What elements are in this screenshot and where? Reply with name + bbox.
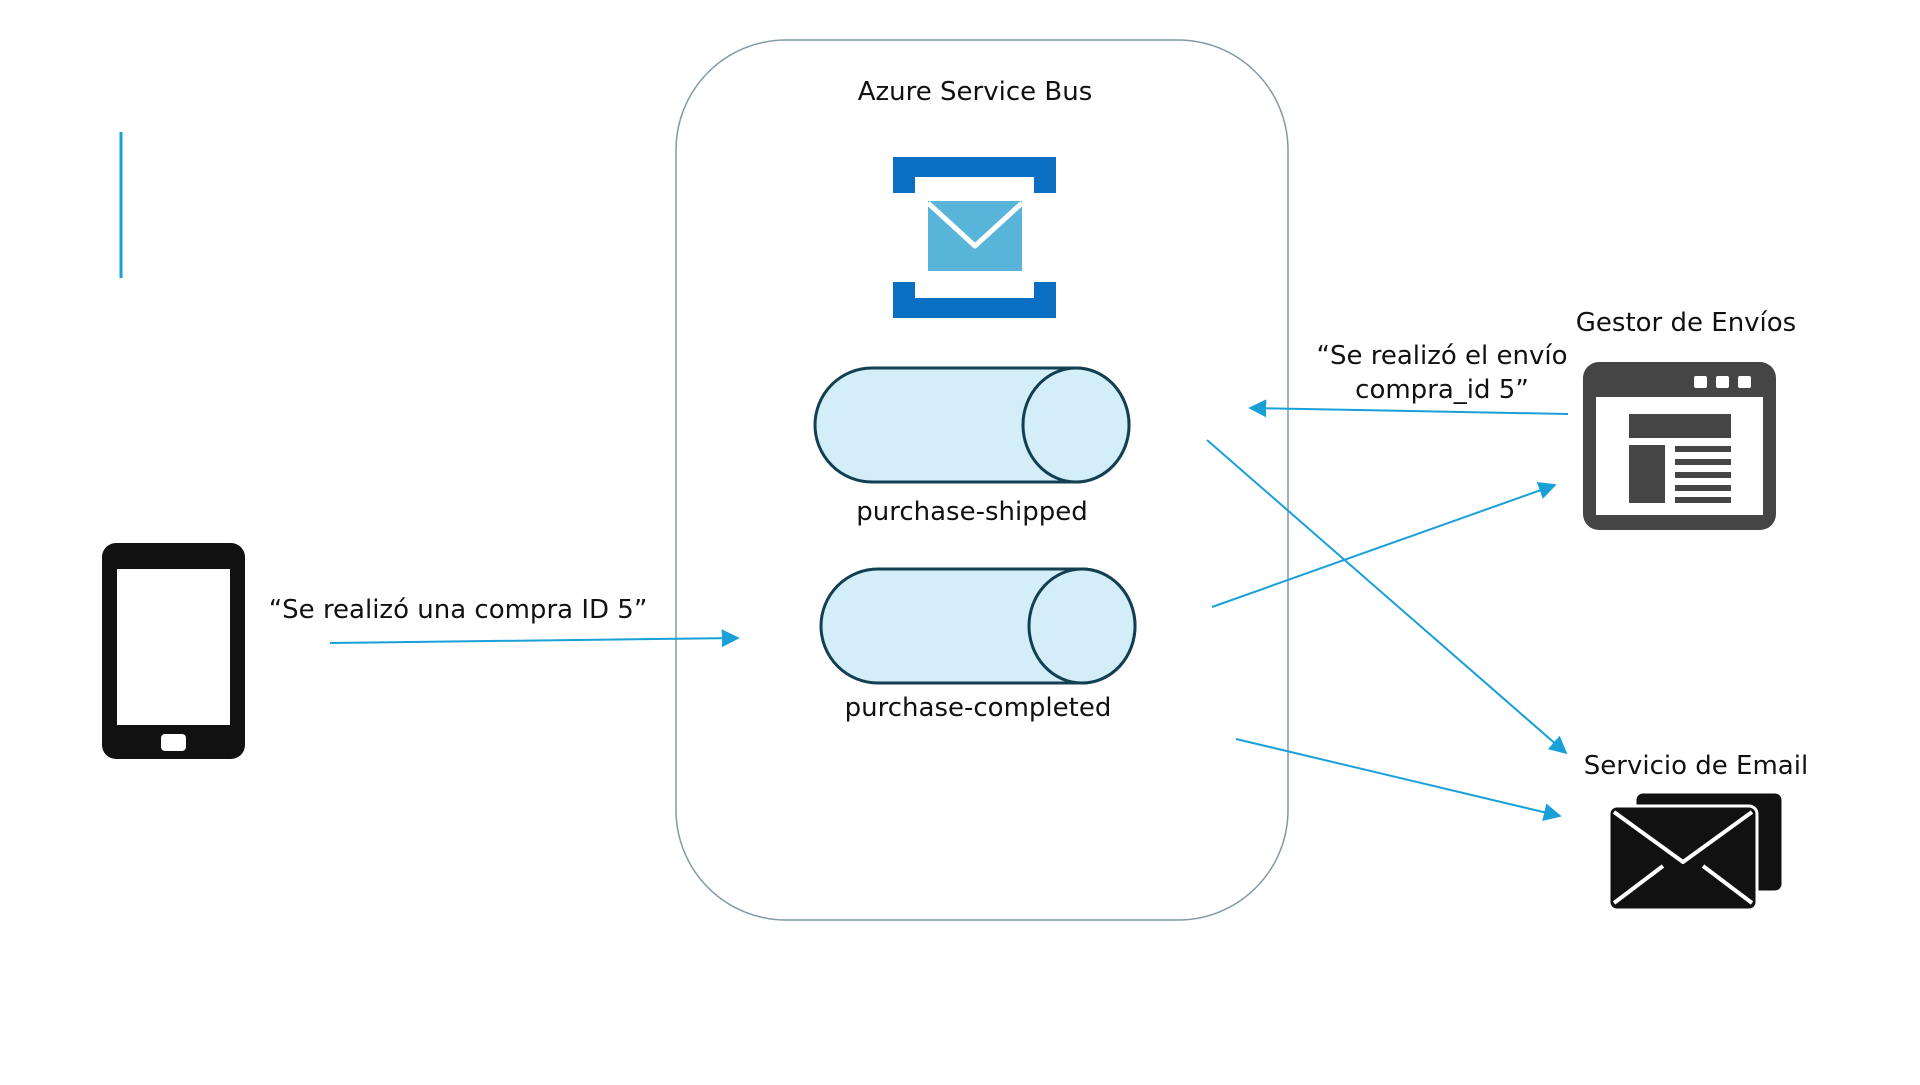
message-shipped-line2: compra_id 5” — [1355, 375, 1529, 405]
browser-window-icon — [1583, 362, 1776, 530]
queue-purchase-shipped[interactable] — [813, 366, 1131, 484]
arrow-completed-to-email — [1235, 738, 1562, 822]
arrow-shipping-to-shipped — [1248, 399, 1569, 418]
service-bus-icon — [893, 157, 1056, 318]
queue-label-purchase-shipped: purchase-shipped — [856, 497, 1088, 527]
queue-label-purchase-completed: purchase-completed — [845, 693, 1112, 723]
arrow-phone-to-completed — [329, 629, 740, 648]
envelopes-icon — [1607, 790, 1785, 912]
queue-purchase-completed[interactable] — [819, 567, 1137, 685]
arrow-shipped-to-email — [1206, 439, 1568, 755]
mobile-phone-icon — [102, 543, 245, 759]
service-label-shipping: Gestor de Envíos — [1576, 308, 1796, 338]
message-purchase: “Se realizó una compra ID 5” — [269, 595, 648, 625]
message-shipped-line1: “Se realizó el envío — [1316, 341, 1567, 371]
container-title: Azure Service Bus — [858, 77, 1093, 107]
service-bus-container — [675, 39, 1289, 921]
service-label-email: Servicio de Email — [1584, 751, 1808, 781]
arrow-completed-to-shipping — [1211, 481, 1557, 608]
